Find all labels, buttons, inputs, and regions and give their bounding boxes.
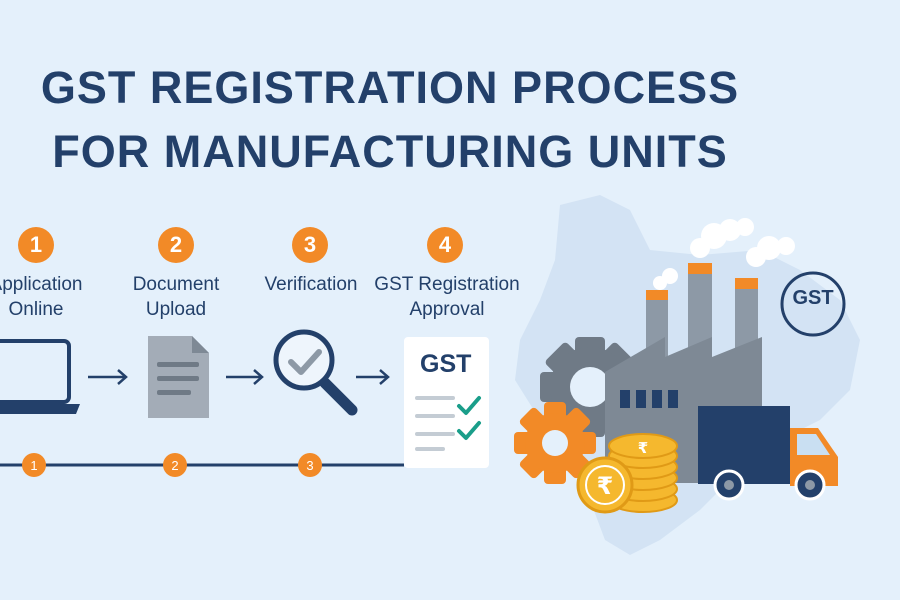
page-title-line2: FOR MANUFACTURING UNITS: [52, 126, 728, 177]
check-icon: [457, 396, 481, 415]
step-1-label: ApplicationOnline: [0, 274, 83, 320]
rupee-coins-icon: ₹ ₹: [576, 433, 678, 514]
step-1-number: 1: [18, 227, 54, 263]
step-3-label: Verification: [264, 274, 358, 295]
gst-badge-text: GST: [792, 287, 834, 309]
arrow-1-icon: [88, 369, 128, 385]
step-3-number: 3: [292, 227, 328, 263]
timeline-marker-2: 2: [163, 453, 187, 477]
laptop-icon: [0, 339, 80, 414]
svg-text:₹: ₹: [638, 439, 648, 457]
gst-badge: [780, 271, 846, 337]
timeline-marker-3: 3: [298, 453, 322, 477]
gst-certificate-icon: [404, 337, 489, 468]
step-2-number: 2: [158, 227, 194, 263]
arrow-3-icon: [356, 369, 390, 385]
orange-gear-icon: [514, 402, 596, 484]
step-4-number: 4: [427, 227, 463, 263]
document-icon: [148, 336, 209, 418]
timeline-marker-1: 1: [22, 453, 46, 477]
gst-card-text: GST: [420, 350, 472, 378]
arrow-2-icon: [226, 369, 264, 385]
delivery-truck-icon: [698, 406, 838, 501]
svg-text:₹: ₹: [597, 472, 614, 500]
check-icon: [457, 421, 481, 440]
page-title-line1: GST REGISTRATION PROCESS: [40, 62, 740, 113]
smoke-icon: [653, 218, 795, 290]
magnifier-check-icon: [273, 329, 358, 416]
